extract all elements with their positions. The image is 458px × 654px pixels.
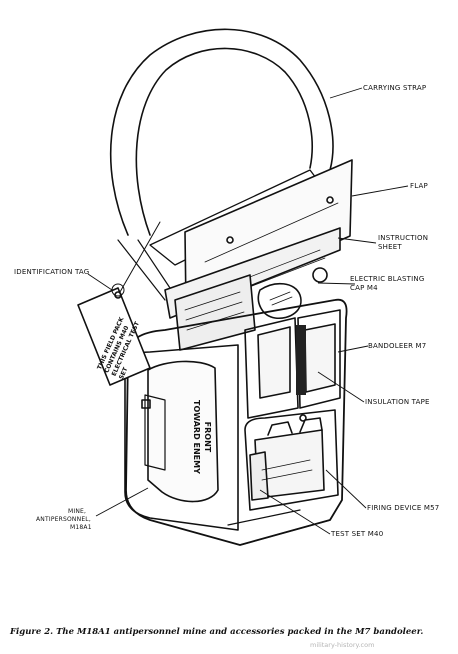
bandoleer-pocket-left [244, 317, 299, 419]
label-mine-2: ANTIPERSONNEL, [36, 516, 91, 523]
label-carrying-strap: CARRYING STRAP [363, 84, 427, 92]
leader-insulation-tape [317, 371, 365, 403]
label-instruction-sheet-2: SHEET [378, 243, 402, 251]
identification-tag [77, 287, 151, 386]
insulation-tape-roll [257, 326, 291, 399]
label-identification-tag: IDENTIFICATION TAG [14, 268, 90, 276]
carrying-strap [109, 28, 334, 236]
leader-flap [351, 185, 409, 197]
leader-blasting-cap [317, 282, 356, 285]
label-firing-device: FIRING DEVICE M57 [367, 504, 440, 512]
label-mine-3: M18A1 [70, 524, 92, 531]
leader-test-set [259, 489, 331, 535]
test-set [249, 451, 269, 501]
mine-text-toward-enemy: TOWARD ENEMY [192, 400, 201, 474]
mine-text: FRONT TOWARD ENEMY [191, 400, 213, 474]
mine-text-front: FRONT [203, 421, 212, 453]
leader-bandoleer [337, 345, 369, 353]
label-bandoleer: BANDOLEER M7 [368, 342, 427, 350]
label-blasting-cap-2: CAP M4 [350, 284, 378, 292]
firing-device-pocket [244, 409, 339, 511]
label-instruction-sheet-1: INSTRUCTION [378, 234, 429, 242]
leader-identification-tag [87, 273, 113, 291]
leader-mine [95, 487, 149, 517]
figure-caption: Figure 2. The M18A1 antipersonnel mine a… [10, 627, 424, 637]
carrying-strap-inner [135, 47, 313, 236]
leader-firing-device [325, 469, 367, 509]
leader-instruction-sheet [337, 237, 377, 244]
watermark: military-history.com [310, 641, 375, 649]
label-blasting-cap-1: ELECTRIC BLASTING [350, 275, 425, 283]
label-flap: FLAP [410, 182, 428, 190]
label-insulation-tape: INSULATION TAPE [365, 398, 430, 406]
leader-carrying-strap [329, 87, 363, 99]
blasting-cap-reel [257, 282, 302, 320]
label-test-set: TEST SET M40 [331, 530, 384, 538]
label-mine-1: MINE, [68, 508, 87, 515]
